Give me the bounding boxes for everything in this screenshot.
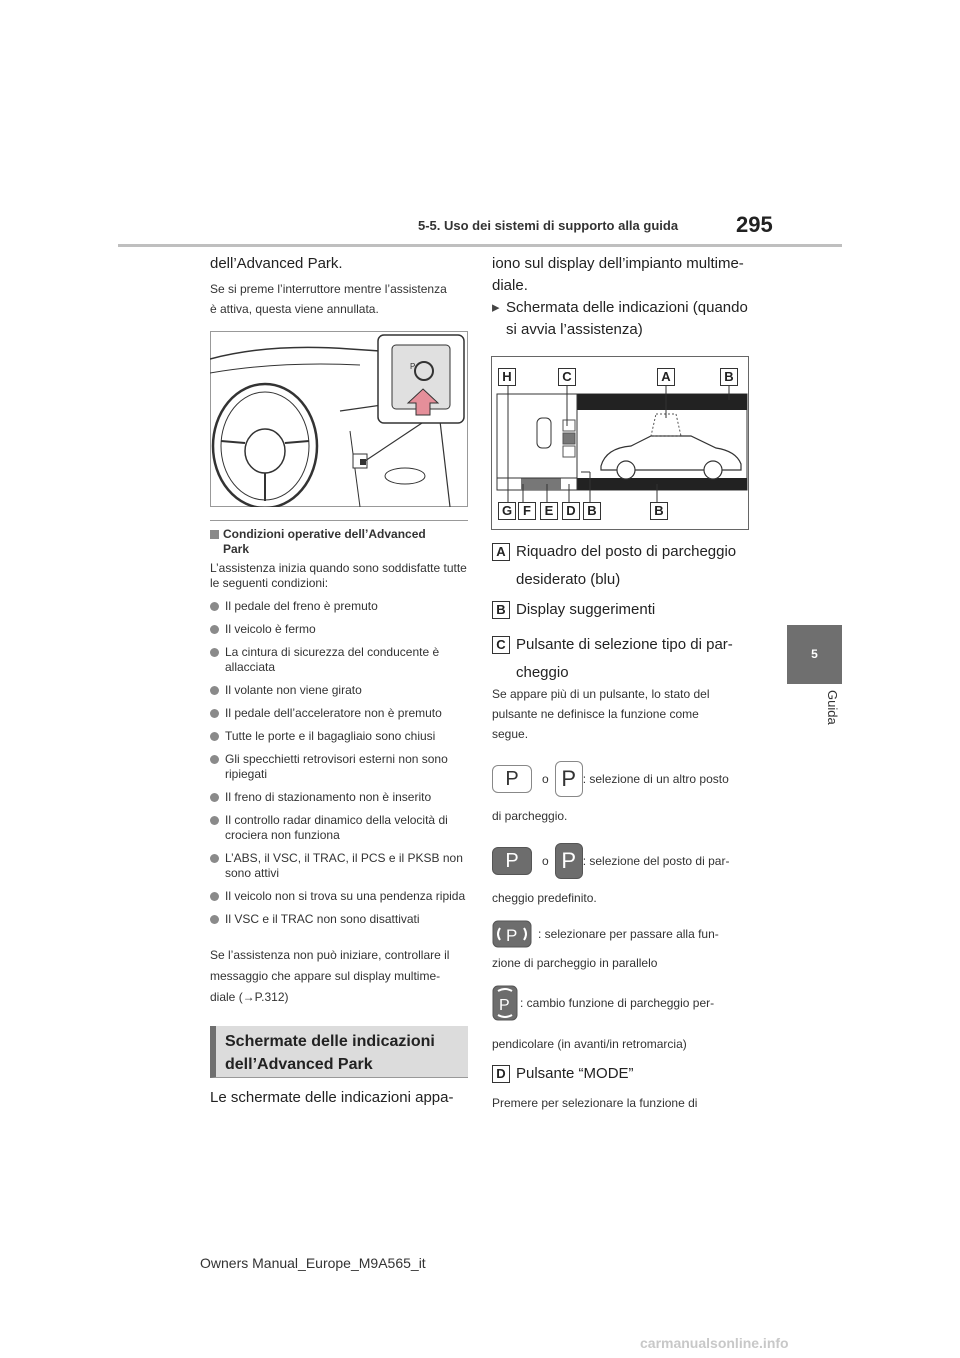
diagram-label-g: G — [498, 502, 516, 520]
bullet-icon — [210, 915, 219, 924]
c-note-line3: segue. — [492, 727, 529, 741]
c-note-line1: Se appare più di un pulsante, lo stato d… — [492, 687, 710, 701]
d-note: Premere per selezionare la funzione di — [492, 1096, 698, 1110]
bullet-icon — [210, 648, 219, 657]
bullet-icon — [210, 686, 219, 695]
dashboard-switch-illustration: P — [210, 331, 468, 507]
list-item: Gli specchietti retrovisori esterni non … — [210, 752, 468, 782]
diagram-label-e: E — [540, 502, 558, 520]
conditions-intro: L’assistenza inizia quando sono soddisfa… — [210, 561, 467, 590]
page-number: 295 — [736, 212, 773, 237]
list-item: Il VSC e il TRAC non sono disattivati — [210, 912, 468, 927]
section-body-text: Le schermate delle indicazioni appa- — [210, 1089, 454, 1106]
svg-text:P: P — [499, 997, 510, 1014]
legend-item-c-cont: cheggio — [516, 664, 569, 681]
p-grey-row: P o P : selezione del posto di par- — [492, 843, 750, 879]
legend-letter-a: A — [492, 543, 510, 562]
c-note-line2: pulsante ne definisce la funzione come — [492, 707, 699, 721]
bullet-icon — [210, 709, 219, 718]
perpendicular-desc-line2: pendicolare (in avanti/in retromarcia) — [492, 1037, 687, 1051]
bullet-icon — [210, 602, 219, 611]
intro-text: dell’Advanced Park. — [210, 255, 343, 272]
legend-item-a-cont: desiderato (blu) — [516, 571, 621, 588]
fail-note-line2: messaggio che appare sul display multime… — [210, 969, 441, 983]
p-white-desc-line2: di parcheggio. — [492, 809, 568, 823]
fail-note-line1: Se l’assistenza non può iniziare, contro… — [210, 948, 450, 962]
list-item: La cintura di sicurezza del conducente è… — [210, 645, 468, 675]
bullet-icon — [210, 854, 219, 863]
list-item: Tutte le porte e il bagagliaio sono chiu… — [210, 729, 468, 744]
diagram-label-a: A — [657, 368, 675, 386]
conditions-heading: Condizioni operative dell’Advanced Park — [210, 527, 468, 557]
diagram-label-b-bottom-2: B — [650, 502, 668, 520]
fail-note-line3: diale (→P.312) — [210, 990, 289, 1004]
parallel-parking-icon: P — [492, 920, 532, 948]
parking-p-grey-tall-icon: P — [554, 843, 583, 879]
diagram-label-b-bottom-1: B — [583, 502, 601, 520]
list-item: Il pedale dell’acceleratore non è premut… — [210, 706, 468, 721]
parallel-row: P : selezionare per passare alla fun- — [492, 920, 750, 948]
legend-letter-b: B — [492, 601, 510, 620]
diagram-label-c: C — [558, 368, 576, 386]
display-intro-line1: iono sul display dell’impianto multime- — [492, 255, 744, 272]
cancel-note-line2: è attiva, questa viene annullata. — [210, 302, 379, 316]
parking-display-diagram — [491, 356, 749, 530]
parallel-desc-line2: zione di parcheggio in parallelo — [492, 956, 658, 970]
section-square-icon — [210, 530, 219, 539]
p-white-row: P o P : selezione di un altro posto — [492, 761, 750, 797]
list-item: Il veicolo non si trova su una pendenza … — [210, 889, 468, 904]
chapter-tab: 5 — [787, 625, 842, 684]
perpendicular-row: P : cambio funzione di parcheggio per- — [492, 985, 750, 1021]
legend-letter-c: C — [492, 636, 510, 655]
list-item: Il freno di stazionamento non è inserito — [210, 790, 468, 805]
perpendicular-parking-icon: P — [492, 985, 518, 1021]
list-item: Il volante non viene girato — [210, 683, 468, 698]
list-item: Il controllo radar dinamico della veloci… — [210, 813, 468, 843]
bullet-icon — [210, 755, 219, 764]
parking-p-grey-wide-icon: P — [492, 847, 532, 875]
header-rule — [118, 244, 842, 247]
diagram-label-d: D — [562, 502, 580, 520]
svg-text:P: P — [506, 926, 517, 945]
bullet-icon — [210, 625, 219, 634]
footer-doc-id: Owners Manual_Europe_M9A565_it — [200, 1255, 426, 1271]
svg-text:P: P — [410, 362, 415, 371]
p-grey-desc-line2: cheggio predefinito. — [492, 891, 597, 905]
triangle-bullet-icon: ▸ — [492, 299, 500, 316]
legend-letter-d: D — [492, 1065, 510, 1084]
parking-p-white-tall-icon: P — [554, 761, 583, 797]
diagram-label-h: H — [498, 368, 516, 386]
list-item: L’ABS, il VSC, il TRAC, il PCS e il PKSB… — [210, 851, 468, 881]
chapter-label: Guida — [825, 690, 840, 725]
parking-p-white-wide-icon: P — [492, 765, 532, 793]
watermark: carmanualsonline.info — [640, 1335, 789, 1351]
header-section-title: 5-5. Uso dei sistemi di supporto alla gu… — [418, 218, 679, 233]
diagram-label-f: F — [518, 502, 536, 520]
bullet-icon — [210, 793, 219, 802]
section-title: Schermate delle indicazioni dell’Advance… — [210, 1026, 468, 1078]
display-intro-line2: diale. — [492, 277, 528, 294]
bullet-icon — [210, 732, 219, 741]
screen-heading: ▸Schermata delle indicazioni (quando si … — [492, 299, 748, 338]
diagram-label-b-top: B — [720, 368, 738, 386]
list-item: Il veicolo è fermo — [210, 622, 468, 637]
cancel-note-line1: Se si preme l’interruttore mentre l’assi… — [210, 282, 447, 296]
list-item: Il pedale del freno è premuto — [210, 599, 468, 614]
conditions-list: Il pedale del freno è premuto Il veicolo… — [210, 599, 468, 935]
bullet-icon — [210, 892, 219, 901]
bullet-icon — [210, 816, 219, 825]
